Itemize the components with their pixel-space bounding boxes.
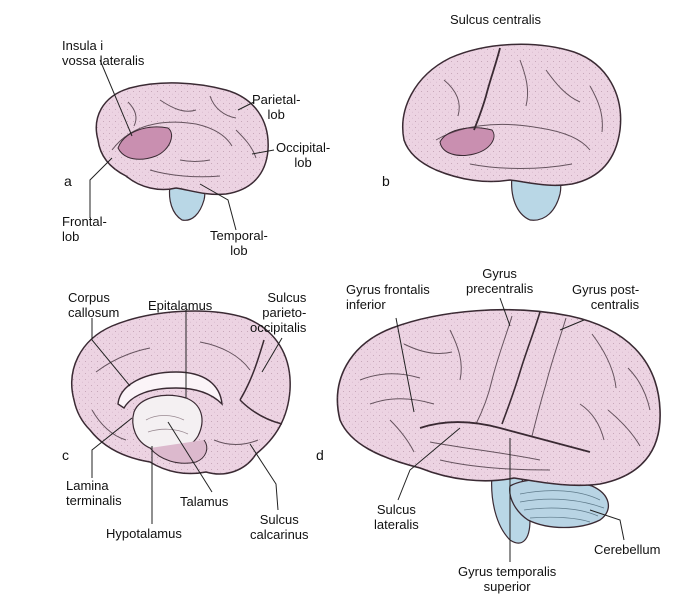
leader-sulcus-parieto bbox=[261, 337, 283, 373]
label-gyrus-frontalis-inferior: Gyrus frontalis inferior bbox=[346, 282, 430, 312]
label-sulcus-lateralis: Sulcus lateralis bbox=[374, 502, 419, 532]
leader-frontal bbox=[89, 157, 113, 218]
leader-gyrus-post bbox=[559, 319, 585, 331]
leader-cerebellum bbox=[589, 509, 625, 541]
leader-temporal bbox=[199, 183, 237, 231]
panel-c-talamus bbox=[132, 394, 203, 452]
leader-sulcus-calcarinus bbox=[249, 443, 279, 511]
leader-gyrus-frontalis bbox=[395, 317, 415, 413]
panel-a-brain bbox=[95, 82, 269, 221]
panel-c-letter: c bbox=[62, 447, 69, 463]
label-corpus-callosum: Corpus callosum bbox=[68, 290, 120, 320]
label-cerebellum: Cerebellum bbox=[594, 542, 661, 557]
label-insula: Insula i vossa lateralis bbox=[62, 38, 145, 68]
leader-gyrus-pre bbox=[499, 297, 511, 327]
panel-d-sulcus-lateralis bbox=[419, 421, 591, 453]
leader-insula bbox=[99, 59, 133, 137]
label-sulcus-calcarinus: Sulcus calcarinus bbox=[250, 512, 309, 542]
panel-b-insula bbox=[439, 127, 495, 156]
label-frontal-lob: Frontal- lob bbox=[62, 214, 107, 244]
label-talamus: Talamus bbox=[180, 494, 229, 509]
label-epitalamus: Epitalamus bbox=[148, 298, 213, 313]
panel-b-brain bbox=[402, 43, 622, 221]
label-lamina-terminalis: Lamina terminalis bbox=[66, 478, 122, 508]
panel-d-letter: d bbox=[316, 447, 324, 463]
panel-a-letter: a bbox=[64, 173, 72, 189]
label-parietal-lob: Parietal- lob bbox=[252, 92, 301, 122]
leader-sulcus-lateralis bbox=[397, 427, 461, 501]
leader-parietal bbox=[237, 101, 255, 111]
leader-corpus-callosum bbox=[91, 318, 131, 387]
leader-occipital bbox=[251, 149, 275, 155]
panel-c-corpus-callosum bbox=[117, 371, 223, 409]
leader-talamus bbox=[167, 421, 213, 493]
label-temporal-lob: Temporal- lob bbox=[210, 228, 268, 258]
panel-c-brain bbox=[71, 310, 291, 475]
label-gyrus-precentralis: Gyrus precentralis bbox=[466, 266, 534, 296]
label-gyrus-postcentralis: Gyrus post- centralis bbox=[572, 282, 640, 312]
panel-b-letter: b bbox=[382, 173, 390, 189]
panel-b-sulcus-centralis bbox=[473, 47, 501, 131]
label-hypotalamus: Hypotalamus bbox=[106, 526, 182, 541]
panel-d-brain bbox=[336, 308, 661, 544]
label-occipital-lob: Occipital- lob bbox=[276, 140, 331, 170]
label-sulcus-centralis: Sulcus centralis bbox=[450, 12, 542, 27]
label-sulcus-parieto-occipitalis: Sulcus parieto- occipitalis bbox=[250, 290, 307, 335]
label-gyrus-temporalis-superior: Gyrus temporalis superior bbox=[458, 564, 557, 594]
leader-lamina bbox=[91, 417, 133, 478]
